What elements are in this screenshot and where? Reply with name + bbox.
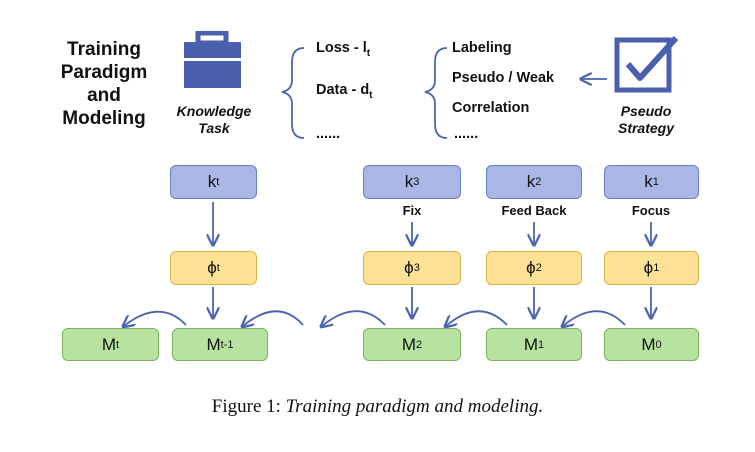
diagram-title: Training Paradigm and Modeling <box>44 38 164 130</box>
pseudo-item-labeling: Labeling <box>452 40 512 56</box>
strategy-label-line: Pseudo <box>620 103 672 119</box>
edge-label-focus: Focus <box>631 203 671 218</box>
pseudo-item-correlation: Correlation <box>452 100 530 116</box>
checkbox-icon <box>614 35 679 93</box>
pseudo-brace <box>424 47 448 139</box>
caption-text: Training paradigm and modeling. <box>285 396 544 417</box>
curve-m2-left <box>322 310 386 326</box>
curve-m0-m1 <box>563 310 626 326</box>
caption-prefix: Figure 1: <box>211 396 286 417</box>
knowledge-label-line: Task <box>198 120 230 136</box>
curve-m1-m2 <box>446 310 508 326</box>
task-item-loss: Loss - lt <box>316 40 371 59</box>
knowledge-task-label: Knowledge Task <box>162 103 266 137</box>
curve-mt1-mt <box>124 310 187 326</box>
task-item-more: ...... <box>316 126 341 142</box>
task-item-data: Data - dt <box>316 82 373 101</box>
title-line: Training <box>67 39 141 60</box>
title-line: Paradigm <box>60 62 148 83</box>
title-line: Modeling <box>62 108 146 129</box>
title-line: and <box>87 85 121 106</box>
strategy-label-line: Strategy <box>617 120 675 136</box>
knowledge-label-line: Knowledge <box>176 103 252 119</box>
pseudo-strategy-label: Pseudo Strategy <box>600 103 692 137</box>
figure-caption: Figure 1: Training paradigm and modeling… <box>0 396 755 418</box>
curve-mt-1-left <box>243 310 304 326</box>
pseudo-item-more: ...... <box>454 126 479 142</box>
edge-label-feedback: Feed Back <box>501 203 567 218</box>
task-brace <box>281 47 305 139</box>
edge-label-fix: Fix <box>402 203 422 218</box>
toolbox-icon <box>184 31 241 88</box>
pseudo-item-weak: Pseudo / Weak <box>452 70 555 86</box>
